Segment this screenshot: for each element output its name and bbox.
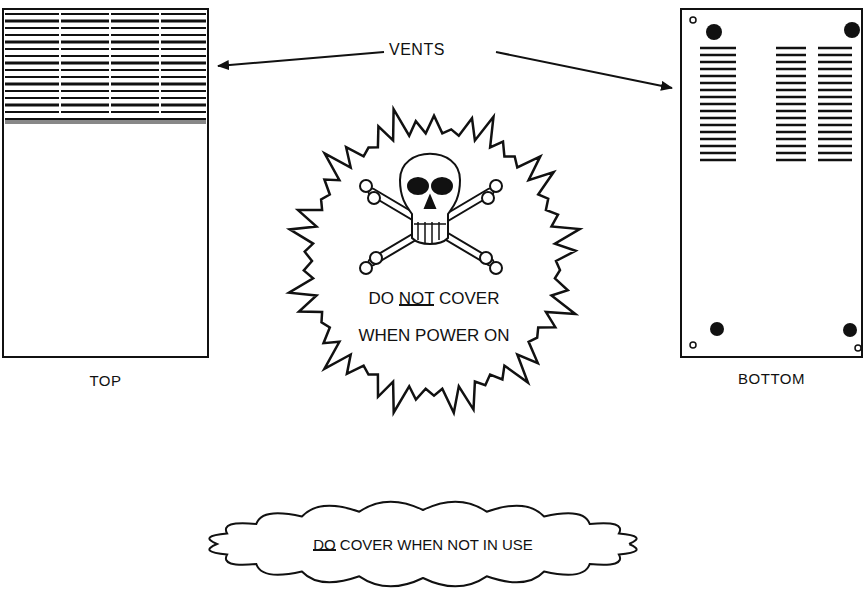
view-label: BOTTOM — [682, 370, 861, 387]
view-label: TOP — [4, 372, 207, 389]
skull-crossbones — [360, 154, 502, 274]
emphasis-underline — [399, 304, 435, 306]
callout-label: VENTS — [386, 41, 448, 59]
reminder-cloud: DO COVER WHEN NOT IN USE — [203, 498, 643, 590]
top-vents — [5, 12, 206, 122]
starburst-outline — [278, 90, 590, 422]
warning-text: DO NOT COVER WHEN POWER ON — [354, 280, 514, 354]
emphasis-underline — [313, 549, 336, 551]
bottom-vents — [700, 48, 852, 160]
bottom-feet — [690, 17, 861, 351]
warning-text: DO COVER WHEN NOT IN USE — [313, 536, 533, 553]
top-panel: TOP — [2, 8, 209, 358]
warning-starburst: DO NOT COVER WHEN POWER ON — [278, 90, 590, 422]
bottom-panel: BOTTOM — [680, 8, 863, 358]
